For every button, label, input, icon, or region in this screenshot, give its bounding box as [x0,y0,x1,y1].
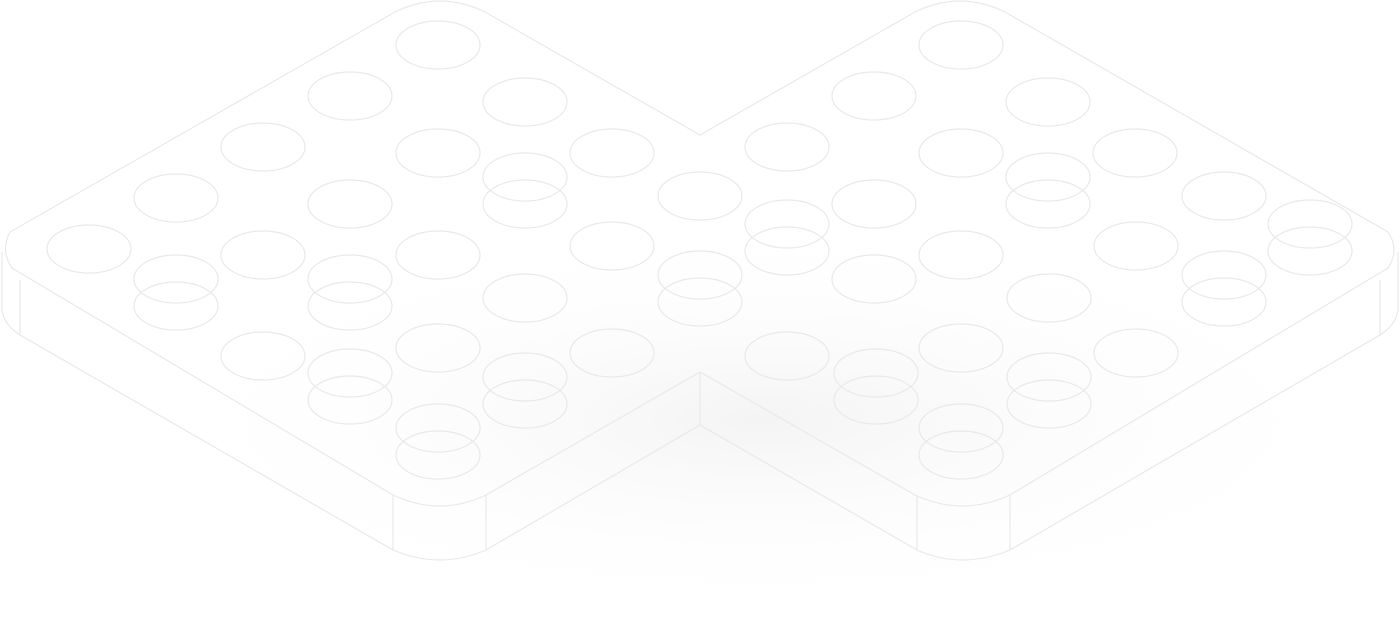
well-hole [833,375,919,425]
well-hole [1267,226,1353,276]
well-hole [1181,277,1267,327]
well-hole [395,403,481,453]
well-hole [1092,128,1178,178]
well-hole [657,277,743,327]
well-hole [657,171,743,221]
well-hole [482,179,568,229]
well-hole [133,281,219,331]
well-hole [1005,179,1091,229]
well-hole [918,323,1004,373]
well-hole [569,221,655,271]
well-hole [133,173,219,223]
well-hole [918,230,1004,280]
well-hole [133,254,219,304]
well-hole [569,128,655,178]
well-hole [1006,352,1092,402]
well-hole [744,122,830,172]
well-hole [657,250,743,300]
well-hole [1006,379,1092,429]
well-hole [220,122,306,172]
well-hole [1181,171,1267,221]
well-hole [482,352,568,402]
well-hole [918,430,1004,480]
well-hole [831,179,917,229]
well-hole [831,71,917,121]
well-hole [1267,199,1353,249]
soft-shadow [120,220,1400,620]
well-hole [1005,77,1091,127]
well-hole [307,281,393,331]
well-hole [918,128,1004,178]
well-hole [744,226,830,276]
top-face-outline [4,0,1395,507]
well-hole [395,430,481,480]
well-hole [1093,328,1179,378]
well-hole [482,379,568,429]
well-hole [1005,152,1091,202]
well-hole [307,375,393,425]
well-hole [482,77,568,127]
well-hole [482,273,568,323]
well-hole [46,224,132,274]
well-hole [1181,250,1267,300]
well-hole [307,254,393,304]
well-hole [307,348,393,398]
well-hole [1006,273,1092,323]
side-face-outline [1,252,1399,561]
well-hole [307,179,393,229]
well-hole [395,128,481,178]
well-hole [918,20,1004,70]
well-hole [395,20,481,70]
well-hole [220,331,306,381]
plates-outline [1,0,1399,561]
well-hole [569,328,655,378]
well-hole [918,403,1004,453]
well-hole [831,254,917,304]
well-hole [482,152,568,202]
well-hole [220,230,306,280]
well-hole [395,323,481,373]
well-hole [833,348,919,398]
well-hole [744,199,830,249]
well-hole [1093,221,1179,271]
well-hole [395,230,481,280]
wells [46,20,1353,480]
well-hole [307,71,393,121]
well-hole [744,331,830,381]
